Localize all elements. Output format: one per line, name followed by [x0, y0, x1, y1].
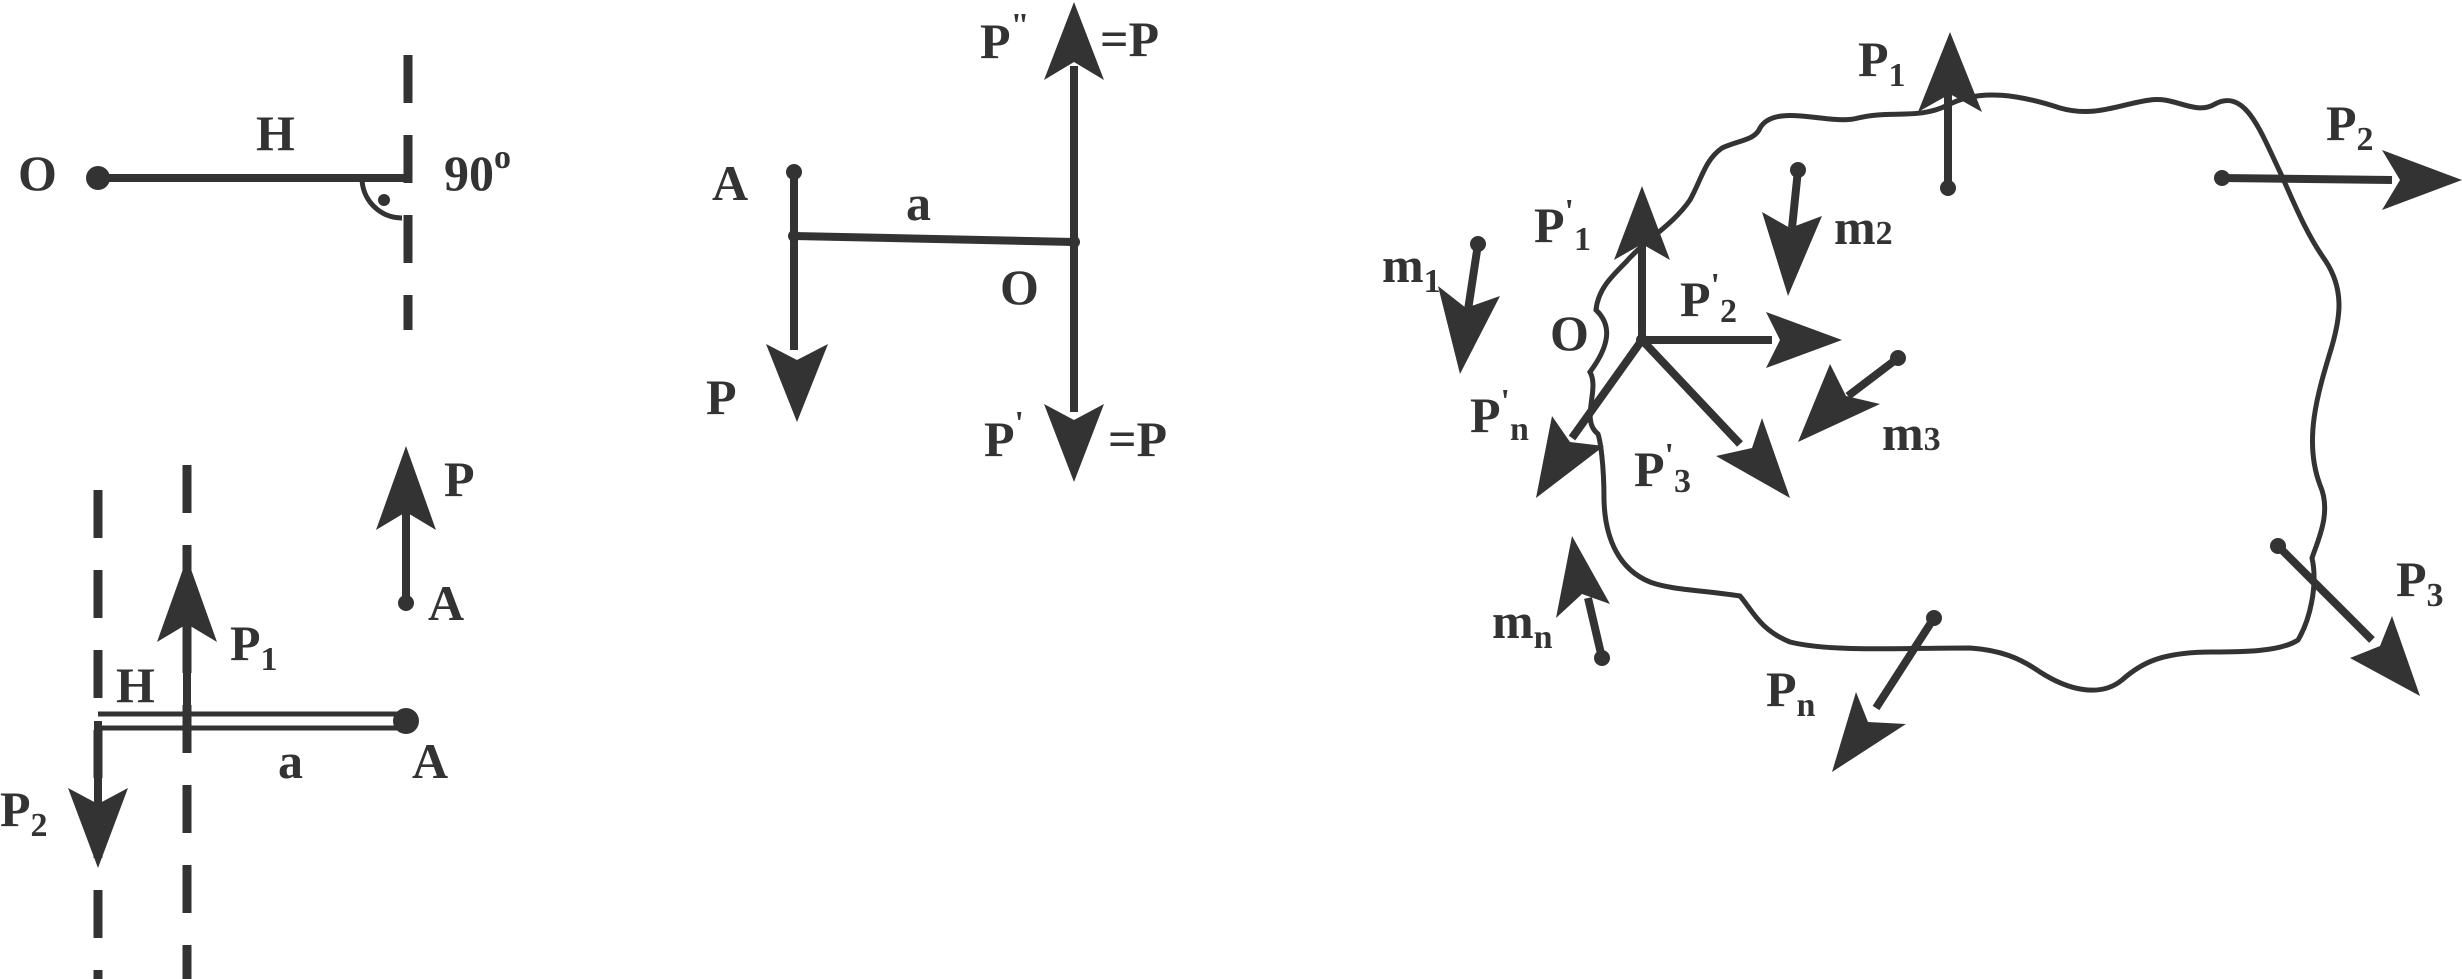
- vector-P2p-arrowhead: [1766, 312, 1842, 368]
- label-P: P: [706, 369, 737, 425]
- label-P: P: [444, 451, 475, 507]
- label-Pp: P': [984, 405, 1024, 467]
- moment-m1-shaft: [1464, 243, 1482, 311]
- figure-couple-arm: P A P1 H a A P2: [0, 446, 475, 979]
- vector-Pp-arrowhead: [1044, 404, 1104, 482]
- vector-Ppp-arrowhead: [1044, 2, 1104, 80]
- label-P2: P2: [0, 781, 48, 844]
- label-A: A: [412, 733, 448, 789]
- arm-a-line: [793, 232, 1075, 246]
- label-a: a: [906, 175, 931, 231]
- vector-P-arrowhead: [766, 344, 828, 422]
- label-a: a: [278, 733, 303, 789]
- vector-P1p-arrowhead: [1614, 186, 1670, 260]
- label-H: H: [256, 105, 295, 161]
- label-O: O: [1550, 305, 1589, 361]
- moment-m2-arrowhead: [1762, 212, 1822, 296]
- moment-m3-arrowhead: [1798, 364, 1880, 442]
- vector-Pnp-shaft: [1568, 337, 1646, 441]
- label-Pnp: P'n: [1470, 383, 1529, 448]
- label-eqP-top: =P: [1100, 11, 1159, 67]
- moment-m2-shaft: [1788, 169, 1802, 229]
- label-angle: 90o: [444, 139, 511, 201]
- vector-P3-arrowhead: [2350, 616, 2420, 696]
- figure-force-translation: P" =P A a O P P' =P: [706, 2, 1167, 482]
- vector-P1-arrowhead: [157, 558, 217, 642]
- point-A: [393, 708, 419, 734]
- right-angle-arc: [359, 177, 403, 221]
- arm-left-dot: [788, 230, 800, 242]
- vector-P3-shaft: [2275, 543, 2375, 643]
- vector-P3p-arrowhead: [1716, 418, 1790, 498]
- vector-P1-arrowhead: [1918, 32, 1982, 112]
- moment-m3-shaft: [1845, 354, 1901, 400]
- label-m1: m1: [1382, 237, 1441, 300]
- label-O: O: [1000, 259, 1039, 315]
- label-P2: P2: [2326, 95, 2374, 158]
- label-m3: m3: [1882, 405, 1941, 461]
- moment-m1-arrowhead: [1438, 286, 1500, 374]
- vector-Pn-shaft: [1872, 615, 1938, 711]
- label-A: A: [712, 155, 748, 211]
- label-P1p: P'1: [1534, 193, 1591, 258]
- figure-arm-definition: O H 90o: [18, 55, 511, 330]
- label-Pn: Pn: [1766, 661, 1816, 724]
- figure-force-system-reduction: P1 P2 P3 Pn m1 m2 m3 mn: [1382, 31, 2462, 772]
- vector-P2-shaft: [2221, 174, 2393, 184]
- label-P1: P1: [1858, 31, 1906, 94]
- label-O: O: [18, 145, 57, 201]
- label-P2p: P'2: [1680, 267, 1737, 330]
- vector-P3p-shaft: [1639, 337, 1743, 447]
- vector-Pn-arrowhead: [1832, 692, 1906, 772]
- vector-P-arrowhead: [376, 446, 436, 530]
- moment-mn-shaft: [1584, 597, 1606, 659]
- label-P3p: P'3: [1634, 437, 1691, 500]
- vector-Pnp-arrowhead: [1536, 416, 1604, 498]
- label-Ppp: P": [980, 7, 1029, 69]
- label-A-top: A: [428, 575, 464, 631]
- vector-P2-arrowhead: [2382, 150, 2462, 210]
- vector-P2-arrowhead: [68, 788, 128, 868]
- label-P3: P3: [2396, 551, 2444, 614]
- label-mn: mn: [1492, 593, 1553, 656]
- label-H: H: [116, 657, 155, 713]
- label-eqP-bottom: =P: [1108, 411, 1167, 467]
- right-angle-dot: [378, 194, 390, 206]
- moment-mn-arrowhead: [1556, 536, 1610, 618]
- label-m2: m2: [1834, 199, 1893, 255]
- label-P1: P1: [230, 615, 278, 678]
